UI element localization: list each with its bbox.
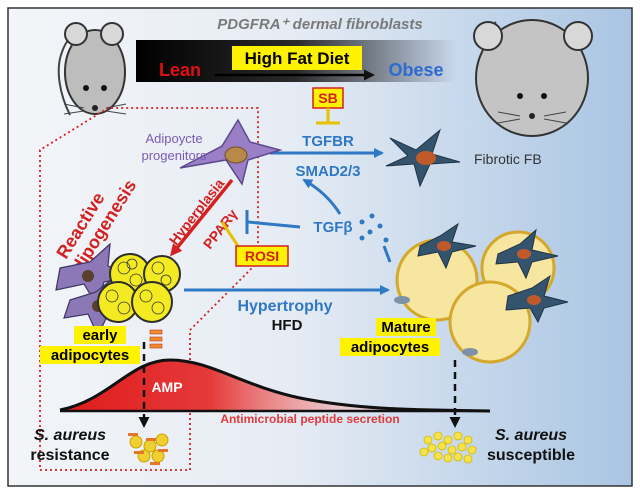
amp-particles-icon [149,329,163,349]
early-line2: adipocytes [51,347,129,364]
hypertrophy-label: Hypertrophy [237,298,332,315]
diet-gradient-bar: High Fat Diet Lean Obese [136,40,456,82]
mature-label-highlight-2 [340,338,440,356]
smad-label: SMAD2/3 [295,163,360,180]
early-adipocyte-cluster-icon [55,242,181,338]
tgfb-label: TGFβ [313,219,352,236]
obese-mouse-icon [473,19,593,137]
reactive-region-outline [39,107,259,471]
mature-line2: adipocytes [351,339,429,356]
figure-title: PDGFRA⁺ dermal fibroblasts [217,16,422,33]
mature-label-highlight [376,318,436,336]
mature-adipocyte-cluster-icon [394,222,569,364]
progenitors-line1: Adipoycte [145,131,202,146]
obese-label: Obese [388,60,443,80]
tgfb-molecules [359,213,389,243]
amp-secretion-label: Antimicrobial peptide secretion [220,412,399,426]
resistance-species: S. aureus [34,427,106,444]
fibrotic-fibroblast-icon [385,128,461,188]
mature-to-tgfb-line [382,245,392,263]
high-fat-diet-label: High Fat Diet [245,49,350,68]
rosi-box [235,245,289,267]
early-label-highlight-2 [40,346,140,364]
susceptible-bacteria-icon [419,431,477,464]
amp-curve [59,358,491,413]
hyperplasia-arrow [170,178,234,257]
sb-inhibitor: SB [312,87,344,125]
tgfb-to-tgfbr-arrow [302,178,342,215]
tgfbr-label: TGFBR [302,133,354,150]
diet-highlight [232,46,362,70]
early-label-highlight [74,326,126,344]
amp-curve-fill [60,360,490,412]
rosi-label: ROSI [245,248,279,264]
progenitor-cell-icon [179,118,283,186]
resistance-state: resistance [30,447,109,464]
amp-label: AMP [151,379,182,395]
susceptible-species: S. aureus [495,427,567,444]
resistant-bacteria-icon [128,433,169,465]
rosi-link [220,221,240,247]
tgfb-inhibit-line [247,220,301,229]
mature-line1: Mature [381,319,430,336]
lean-mouse-icon [57,22,127,116]
hfd-label: HFD [272,317,303,334]
susceptible-state: susceptible [487,447,575,464]
lean-label: Lean [159,60,201,80]
fibrotic-fb-label: Fibrotic FB [474,151,542,167]
early-line1: early [82,327,118,344]
sb-label: SB [318,90,337,106]
progenitors-line2: progenitors [141,148,207,163]
